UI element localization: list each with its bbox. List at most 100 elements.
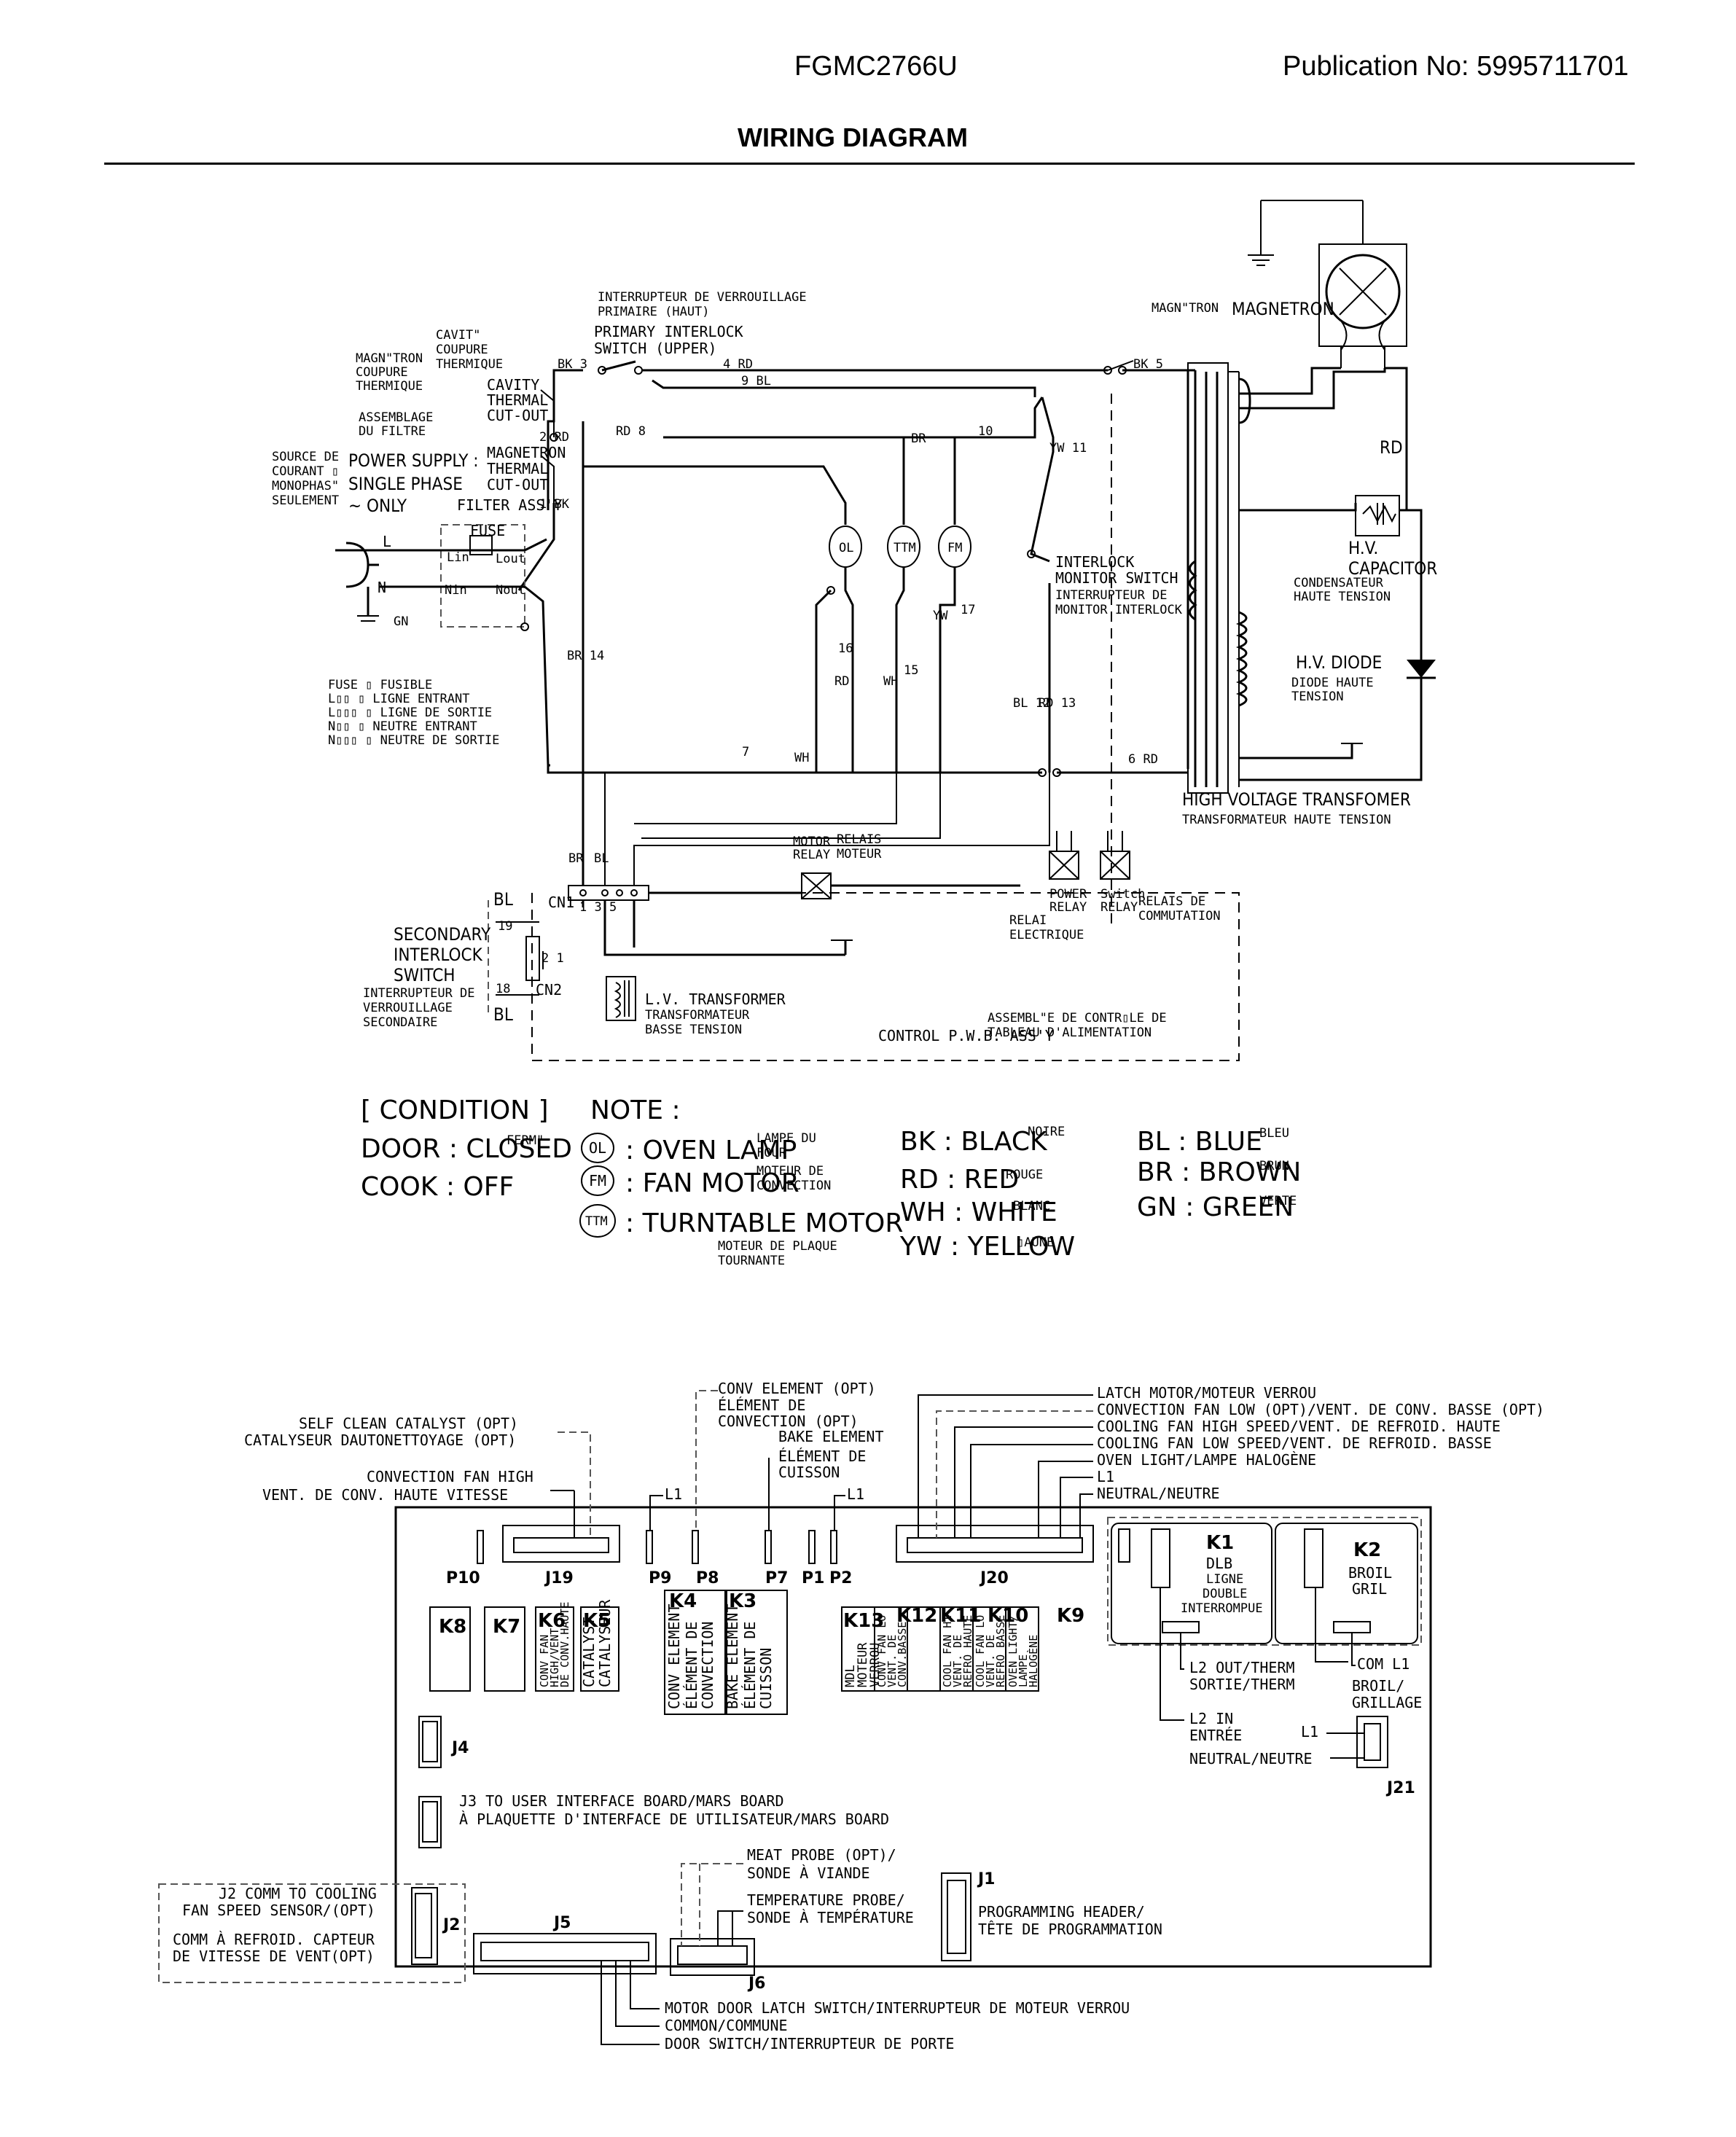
- k9-v1: OVEN LIGHT/: [1006, 1615, 1020, 1687]
- legend-condition: [ CONDITION ]: [361, 1095, 549, 1125]
- switch-relay-label2: RELAY: [1100, 900, 1138, 915]
- wire-rd8: RD 8: [616, 424, 646, 439]
- k1-sub3: DOUBLE: [1203, 1587, 1247, 1601]
- conv-high-label: CONVECTION FAN HIGH: [367, 1468, 533, 1485]
- k6-v1: CONV FAN: [538, 1635, 551, 1687]
- fuse-label: FUSE: [470, 522, 505, 539]
- cn2-pins: 2 1: [541, 951, 564, 966]
- l2in-label: L2 IN: [1189, 1710, 1233, 1727]
- switch-relay-label: Switch: [1100, 887, 1145, 902]
- schematic: INTERRUPTEUR DE VERROUILLAGE PRIMAIRE (H…: [272, 200, 1437, 1061]
- wire-br-cn1: BR: [568, 851, 584, 866]
- bake-element-fr: ÉLÉMENT DE: [778, 1448, 866, 1465]
- k5-v1: CATALYST: [580, 1617, 598, 1687]
- j2-label: J2 COMM TO COOLING: [219, 1885, 377, 1902]
- hvt-fr: TRANSFORMATEUR HAUTE TENSION: [1182, 813, 1391, 827]
- wire-wh: WH: [883, 674, 898, 689]
- legend-rd: RD : RED: [900, 1165, 1019, 1195]
- conv-fan-low-label: CONVECTION FAN LOW (OPT)/VENT. DE CONV. …: [1097, 1401, 1544, 1418]
- title-rule: [104, 163, 1635, 165]
- prog-header-fr: TÊTE DE PROGRAMMATION: [978, 1921, 1162, 1938]
- wire-2rd: 2 RD: [539, 430, 569, 445]
- legend-ttm: : TURNTABLE MOTOR: [625, 1208, 903, 1238]
- k1-label: K1: [1206, 1532, 1234, 1554]
- fuse-legend: FUSE ▯ FUSIBLE: [328, 678, 432, 692]
- wire-7: 7: [742, 745, 749, 759]
- k11-v2: VENT. DE: [951, 1635, 964, 1687]
- wire-bk3: BK 3: [558, 357, 587, 372]
- wire-bl12: BL 12: [1013, 696, 1050, 711]
- rd-label: RD: [1380, 437, 1403, 458]
- j21-label: J21: [1385, 1779, 1415, 1797]
- legend-bk-fr: NOIRE: [1028, 1125, 1065, 1139]
- legend: [ CONDITION ] DOOR : CLOSED FERM" COOK :…: [361, 1095, 1301, 1268]
- monitor-fr: INTERRUPTEUR DE: [1055, 588, 1168, 603]
- wire-br: BR: [911, 431, 926, 446]
- k3-v2: ÉLÉMENT DE: [741, 1622, 759, 1709]
- broil-fr: GRILLAGE: [1352, 1694, 1422, 1711]
- wire-rd13: RD 13: [1039, 696, 1076, 711]
- power-relay-label2: RELAY: [1049, 900, 1087, 915]
- k1-sub2: LIGNE: [1206, 1572, 1243, 1587]
- control-pwb-label: CONTROL P.W.B. ASS'Y: [878, 1027, 1054, 1044]
- magnetron-label: MAGNETRON: [1232, 299, 1334, 319]
- power-supply2: SINGLE PHASE: [348, 474, 463, 494]
- power-plug: [345, 542, 379, 622]
- k6-v2: HIGH/VENT.: [548, 1622, 561, 1687]
- legend-ol: : OVEN LAMP: [625, 1136, 797, 1165]
- j19-label: J19: [544, 1569, 574, 1587]
- legend-gn: GN : GREEN: [1137, 1192, 1294, 1222]
- nin-legend: N▯▯ ▯ NEUTRE ENTRANT: [328, 719, 477, 734]
- j20-label: J20: [979, 1569, 1009, 1587]
- lv-fr2: BASSE TENSION: [645, 1023, 742, 1037]
- ttm-symbol-label: TTM: [894, 541, 916, 555]
- interlock-fr: INTERRUPTEUR DE VERROUILLAGE: [598, 290, 807, 305]
- legend-ttm-symbol: TTM: [585, 1214, 608, 1229]
- meat-probe-label: MEAT PROBE (OPT)/: [747, 1846, 896, 1864]
- control-fr: ASSEMBL"E DE CONTR▯LE DE: [988, 1011, 1167, 1025]
- wire-4rd: 4 RD: [723, 357, 753, 372]
- p9-label: P9: [649, 1569, 671, 1587]
- secondary-label2: INTERLOCK: [394, 945, 483, 965]
- conv-element-fr: ÉLÉMENT DE: [718, 1396, 805, 1414]
- secondary-fr: INTERRUPTEUR DE: [363, 986, 475, 1001]
- cavity-cutout3: CUT-OUT: [487, 407, 548, 424]
- legend-door-fr: FERM": [507, 1133, 544, 1148]
- ol-symbol-label: OL: [839, 541, 853, 555]
- door-switch-label: DOOR SWITCH/INTERRUPTEUR DE PORTE: [665, 2035, 954, 2052]
- legend-ttm-fr: MOTEUR DE PLAQUE: [718, 1239, 837, 1254]
- legend-fm-fr: MOTEUR DE: [756, 1164, 824, 1179]
- meat-probe-fr: SONDE À VIANDE: [747, 1864, 870, 1882]
- filter-fr: ASSEMBLAGE: [359, 410, 433, 425]
- magnetron-cutout2: THERMAL: [487, 460, 548, 477]
- legend-ol-fr: LAMPE DU: [756, 1131, 816, 1146]
- k8-label: K8: [439, 1616, 466, 1638]
- secondary-label: SECONDARY: [394, 924, 491, 945]
- k4-label: K4: [669, 1590, 697, 1612]
- wire-yw11: YW 11: [1049, 441, 1087, 456]
- model-number: FGMC2766U: [794, 51, 958, 82]
- k6-label: K6: [538, 1610, 566, 1632]
- magtron-fr3: THERMIQUE: [356, 379, 423, 394]
- power-relay-fr: RELAI: [1009, 913, 1047, 928]
- secondary-label3: SWITCH: [394, 965, 455, 985]
- k3-v3: CUISSON: [757, 1648, 775, 1709]
- lv-fr: TRANSFORMATEUR: [645, 1008, 750, 1023]
- j4-label: J4: [450, 1739, 469, 1757]
- p1-label: P1: [802, 1569, 824, 1587]
- secondary-18: 18: [496, 982, 510, 996]
- interlock-monitor2: MONITOR SWITCH: [1055, 569, 1178, 587]
- page-title: WIRING DIAGRAM: [738, 122, 968, 152]
- self-clean-label: SELF CLEAN CATALYST (OPT): [299, 1415, 518, 1432]
- k12-label: K12: [896, 1605, 937, 1627]
- k9-v3: HALOGÈNE: [1026, 1635, 1040, 1687]
- common-label: COMMON/COMMUNE: [665, 2017, 788, 2034]
- p10-label: P10: [446, 1569, 480, 1587]
- hv-capacitor-label2: CAPACITOR: [1348, 558, 1437, 579]
- k11-v1: COOL FAN HI: [941, 1615, 954, 1687]
- control-board: [158, 1390, 1432, 2045]
- k6-v3: DE CONV.HAUTE: [558, 1602, 571, 1687]
- capacitor-fr: CONDENSATEUR: [1294, 576, 1384, 590]
- lout-label: Lout: [496, 552, 525, 566]
